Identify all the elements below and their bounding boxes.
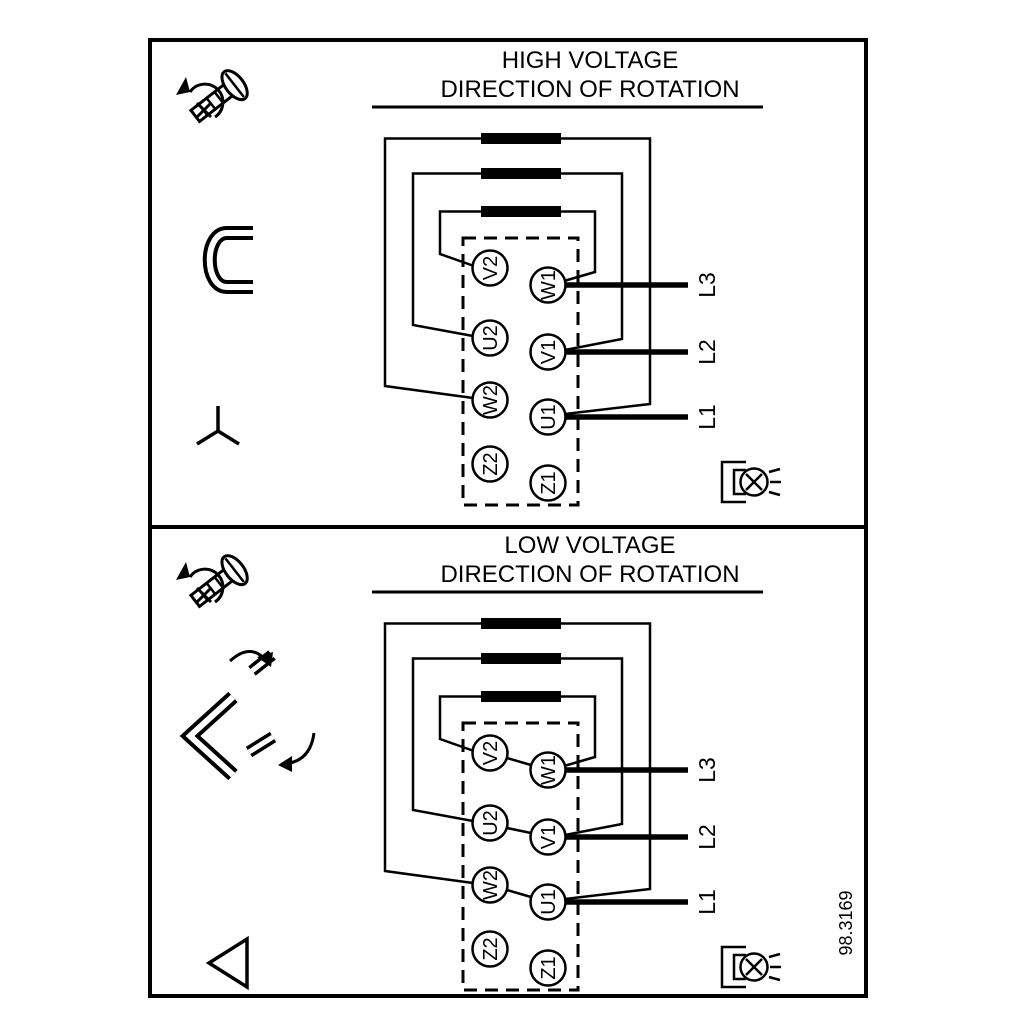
terminal-label: U2 (480, 810, 502, 836)
terminal-label: Z1 (538, 956, 560, 979)
link-wiring (383, 622, 652, 901)
terminal-label: V1 (538, 340, 560, 364)
terminal-label: V1 (538, 825, 560, 849)
bridge-w2-u1 (506, 888, 532, 899)
wire-w2 (383, 137, 481, 400)
screw-loosen-icon (176, 554, 249, 609)
move-link-arrowhead (278, 756, 292, 772)
move-link-arrowhead (257, 652, 273, 667)
panel-subtitle: DIRECTION OF ROTATION (440, 76, 739, 103)
screw-loosen-icon (176, 69, 249, 124)
terminal-v2: V2 (471, 734, 509, 772)
screw (188, 554, 249, 609)
supply-lines: L3 L2 L1 (566, 272, 720, 430)
terminal-label: U2 (480, 325, 502, 351)
phillips-cross (195, 586, 213, 604)
delta-bridge-wires (506, 756, 532, 899)
jumper-bar (481, 168, 561, 179)
delta-links-icon (179, 650, 316, 781)
bridge-u2-v1 (506, 826, 532, 835)
supply-label-l3: L3 (694, 757, 720, 783)
phillips-cross (195, 101, 213, 119)
terminal-w1: W1 (529, 751, 567, 789)
panel-subtitle: DIRECTION OF ROTATION (440, 561, 739, 588)
terminal-v1: V1 (529, 818, 567, 856)
jumper-link-icon (202, 226, 253, 294)
terminal-label: U1 (538, 889, 560, 915)
ground-terminal-icon (720, 460, 781, 504)
terminal-u2: U2 (471, 319, 509, 357)
jumper-bar (481, 618, 561, 629)
terminal-z2: Z2 (471, 445, 509, 483)
terminal-label: Z2 (480, 937, 502, 960)
wire-v1 (561, 657, 624, 837)
terminal-label: U1 (538, 404, 560, 430)
link-wiring (383, 137, 652, 416)
terminal-label: V2 (480, 741, 502, 765)
terminal-v1: V1 (529, 333, 567, 371)
terminal-u1: U1 (529, 398, 567, 436)
terminal-block (461, 236, 580, 507)
figure-number: 98.3169 (836, 890, 856, 955)
delta-connection-symbol (205, 935, 249, 991)
terminal-z1: Z1 (529, 949, 567, 987)
wire-v2 (438, 210, 481, 268)
terminal-label: W1 (538, 270, 560, 300)
terminal-label: Z2 (480, 452, 502, 475)
panel-high-voltage: HIGH VOLTAGE DIRECTION OF ROTATION V2 (176, 47, 781, 507)
terminal-u1: U1 (529, 883, 567, 921)
jumper-bar (481, 691, 561, 702)
wire-u1 (561, 137, 652, 416)
supply-lines: L3 L2 L1 (566, 757, 720, 915)
supply-label-l2: L2 (694, 339, 720, 365)
rotation-arrowhead (176, 77, 190, 95)
screw (188, 69, 249, 124)
ground-terminal-icon (720, 945, 781, 989)
rotation-arrow (188, 567, 225, 604)
bridge-v2-w1 (506, 756, 532, 767)
terminal-w2: W2 (471, 866, 509, 904)
jumper-bar (481, 206, 561, 217)
terminal-block (461, 721, 580, 992)
terminal-label: W2 (480, 870, 502, 900)
terminal-z2: Z2 (471, 930, 509, 968)
star-connection-symbol (196, 406, 240, 446)
terminal-label: W1 (538, 755, 560, 785)
wire-w2 (383, 622, 481, 885)
supply-label-l1: L1 (694, 889, 720, 915)
wire-v2 (438, 695, 481, 753)
supply-label-l3: L3 (694, 272, 720, 298)
supply-label-l1: L1 (694, 404, 720, 430)
rotation-arrow (188, 82, 225, 119)
outer-border (148, 38, 868, 998)
terminal-v2: V2 (471, 249, 509, 287)
wire-u1 (561, 622, 652, 901)
terminal-u2: U2 (471, 804, 509, 842)
terminal-label: V2 (480, 256, 502, 280)
panel-low-voltage: LOW VOLTAGE DIRECTION OF ROTATION (176, 532, 856, 992)
jumper-bars (450, 133, 592, 217)
wire-u2 (411, 657, 481, 823)
wire-v1 (561, 172, 624, 352)
terminal-w1: W1 (529, 266, 567, 304)
jumper-bar (481, 653, 561, 664)
rotation-arrowhead (176, 562, 190, 580)
wire-u2 (411, 172, 481, 338)
terminal-label: Z1 (538, 471, 560, 494)
supply-label-l2: L2 (694, 824, 720, 850)
terminal-label: W2 (480, 385, 502, 415)
panel-title: HIGH VOLTAGE (502, 47, 678, 74)
terminal-w2: W2 (471, 381, 509, 419)
jumper-bars (450, 618, 592, 702)
panel-title: LOW VOLTAGE (504, 532, 675, 559)
jumper-bar (481, 133, 561, 144)
terminal-z1: Z1 (529, 464, 567, 502)
